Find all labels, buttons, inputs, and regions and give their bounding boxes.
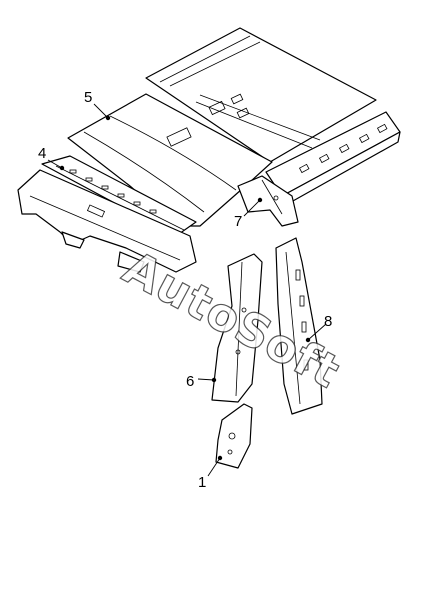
callout-7: 7 bbox=[234, 213, 242, 230]
callout-6: 6 bbox=[186, 373, 194, 390]
front-roof-panel bbox=[67, 93, 273, 227]
rear-roof-panel bbox=[145, 27, 377, 163]
pillar-outer bbox=[275, 237, 323, 415]
callout-1: 1 bbox=[198, 474, 206, 491]
pillar-inner bbox=[211, 253, 263, 403]
corner-bracket bbox=[237, 175, 299, 227]
callout-8: 8 bbox=[324, 313, 332, 330]
leader-lines bbox=[47, 103, 327, 477]
windshield-header bbox=[17, 169, 197, 273]
callout-4: 4 bbox=[38, 145, 46, 162]
lower-bracket bbox=[215, 403, 253, 469]
callout-5: 5 bbox=[84, 89, 92, 106]
front-header-rail bbox=[41, 155, 197, 237]
